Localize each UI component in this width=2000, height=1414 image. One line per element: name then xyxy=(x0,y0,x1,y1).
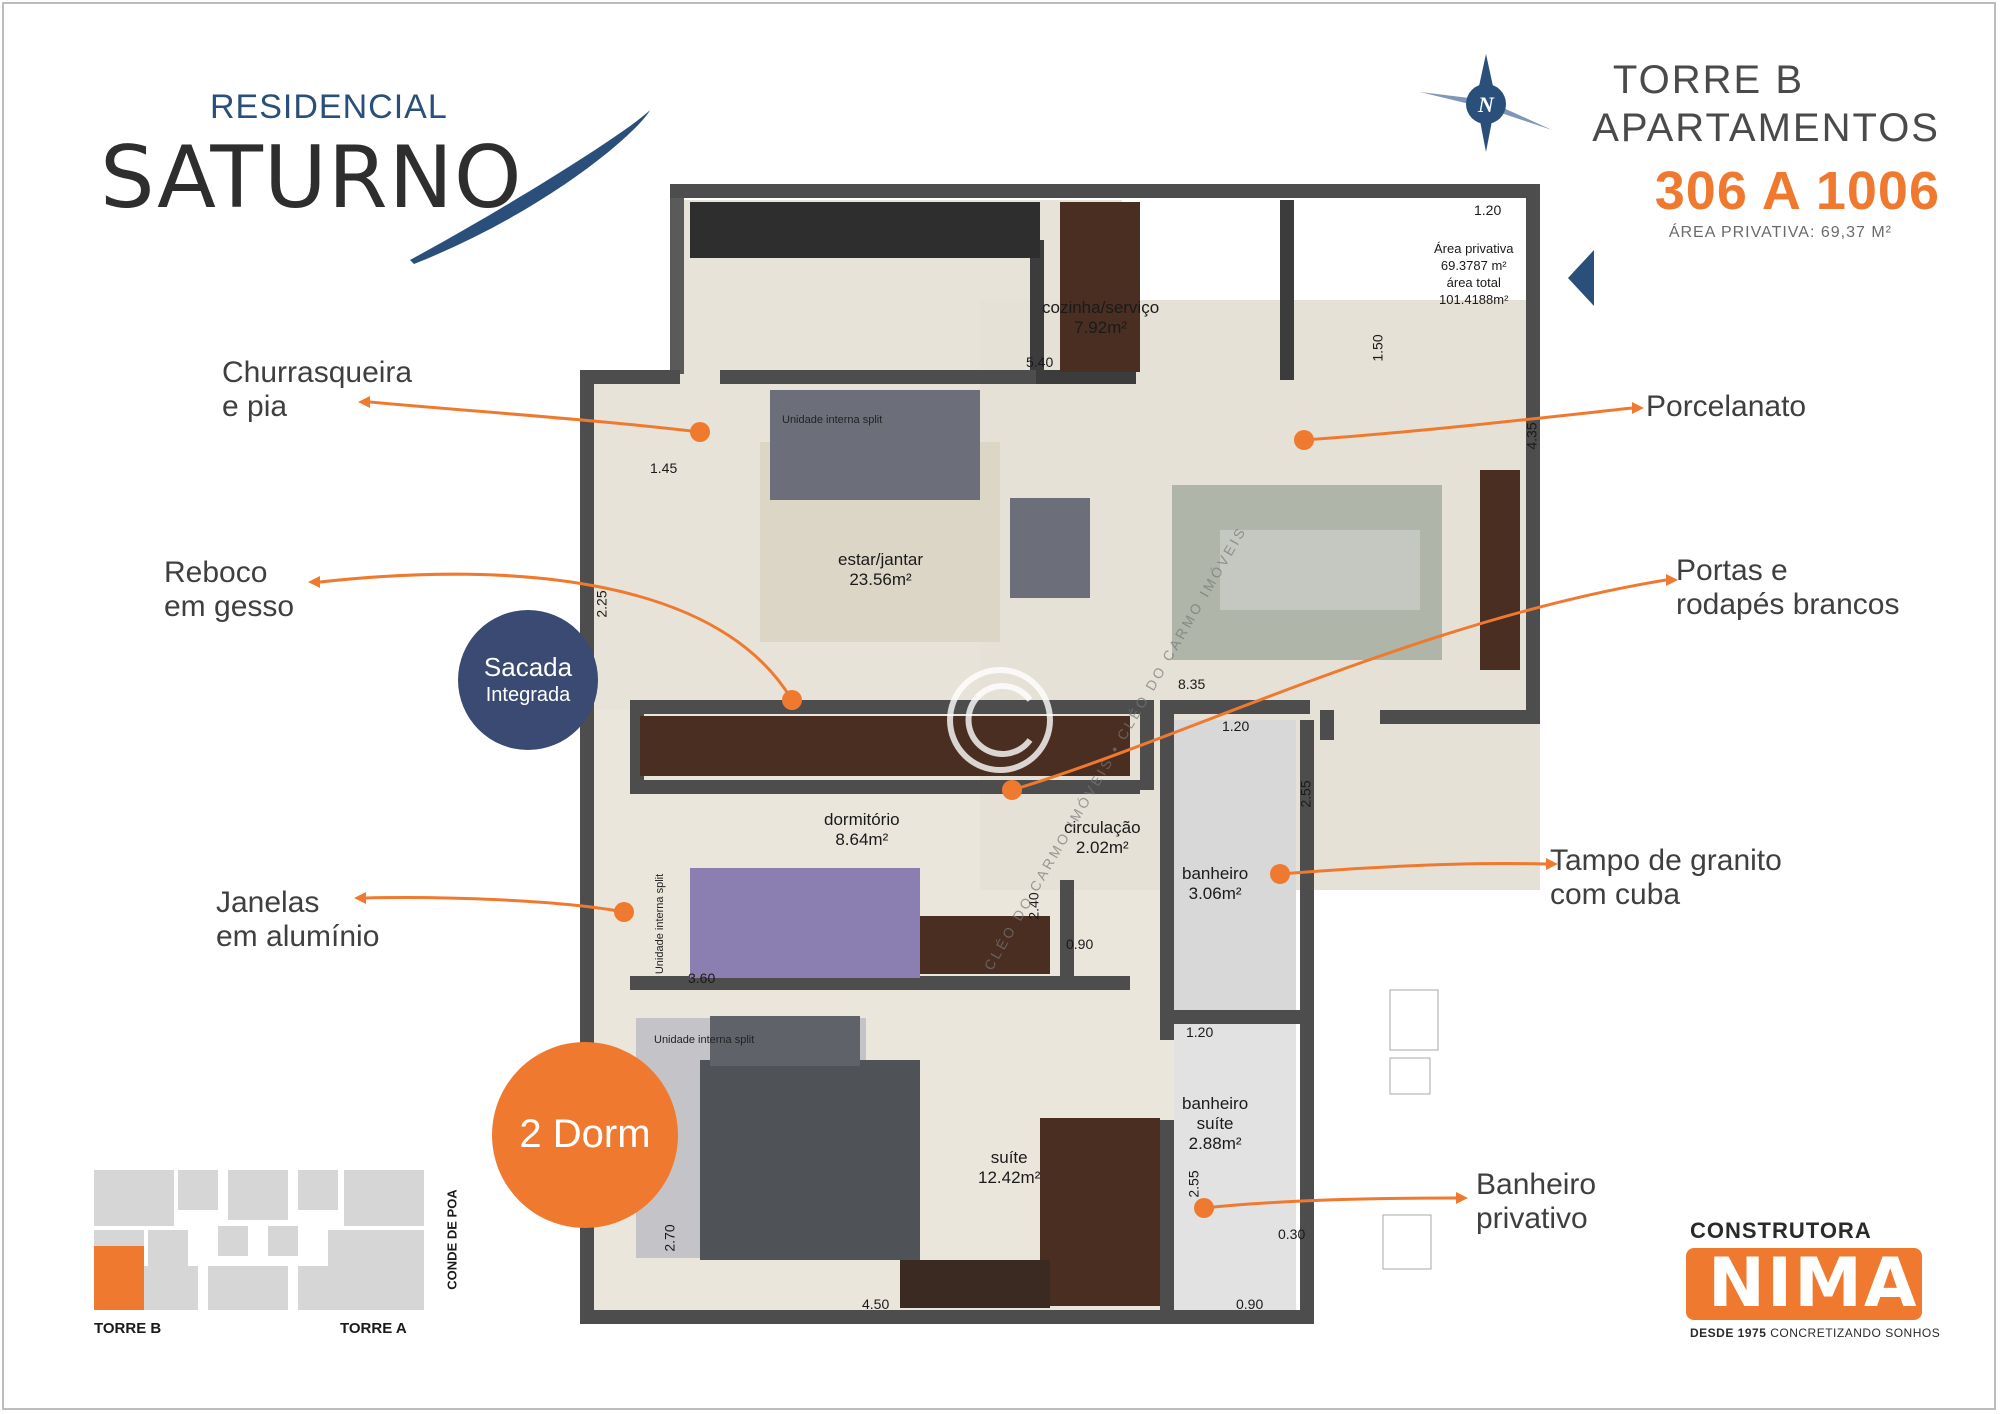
logo-residencial: RESIDENCIAL xyxy=(210,88,448,126)
dim-label: 4.50 xyxy=(862,1296,890,1312)
builder-name: NIMA xyxy=(1708,1244,1919,1323)
area-subtitle: ÁREA PRIVATIVA: 69,37 M² xyxy=(1668,224,1892,241)
keymap-torre-b: TORRE B xyxy=(94,1320,162,1337)
dim-label: 8.35 xyxy=(1178,676,1206,692)
callout-porcelanato: Porcelanato xyxy=(1646,390,1807,423)
entry-arrow-icon xyxy=(1568,250,1594,306)
compass-icon: N xyxy=(1420,54,1552,152)
builder-logo-bg xyxy=(1686,1248,1922,1320)
tower-keymap xyxy=(94,1170,424,1310)
dim-label: 3.60 xyxy=(688,970,716,986)
dim-label: 1.20 xyxy=(1186,1024,1214,1040)
split-label: Unidade interna split xyxy=(782,414,883,426)
dim-label: 0.90 xyxy=(1066,936,1094,952)
dorm-badge: 2 Dorm xyxy=(492,1042,678,1228)
dim-label: 0.30 xyxy=(1278,1226,1306,1242)
dim-label: 1.20 xyxy=(1222,718,1250,734)
watermark-logo xyxy=(947,667,1053,773)
logo-saturno: SATURNO xyxy=(100,128,523,228)
dim-label: 1.20 xyxy=(1474,202,1502,218)
unit-range: 306 A 1006 xyxy=(1654,161,1940,221)
keymap-street: CONDE DE POA xyxy=(444,1189,460,1290)
keymap-torre-a: TORRE A xyxy=(340,1320,407,1337)
split-label: Unidade interna split xyxy=(654,1034,755,1046)
compass-letter: N xyxy=(1477,92,1495,117)
floor-plan xyxy=(580,184,1540,1324)
builder-construtora: CONSTRUTORA xyxy=(1690,1218,1872,1243)
builder-tagline: DESDE 1975 CONCRETIZANDO SONHOS xyxy=(1690,1326,1941,1340)
apartments-title: APARTAMENTOS xyxy=(1592,106,1940,150)
dim-label: 5.40 xyxy=(1026,354,1054,370)
dim-label: 1.45 xyxy=(650,460,678,476)
sacada-badge: Sacada Integrada xyxy=(458,610,598,750)
dim-label: 0.90 xyxy=(1236,1296,1264,1312)
saturn-ring-icon xyxy=(410,110,650,264)
tower-title: TORRE B xyxy=(1612,58,1804,102)
